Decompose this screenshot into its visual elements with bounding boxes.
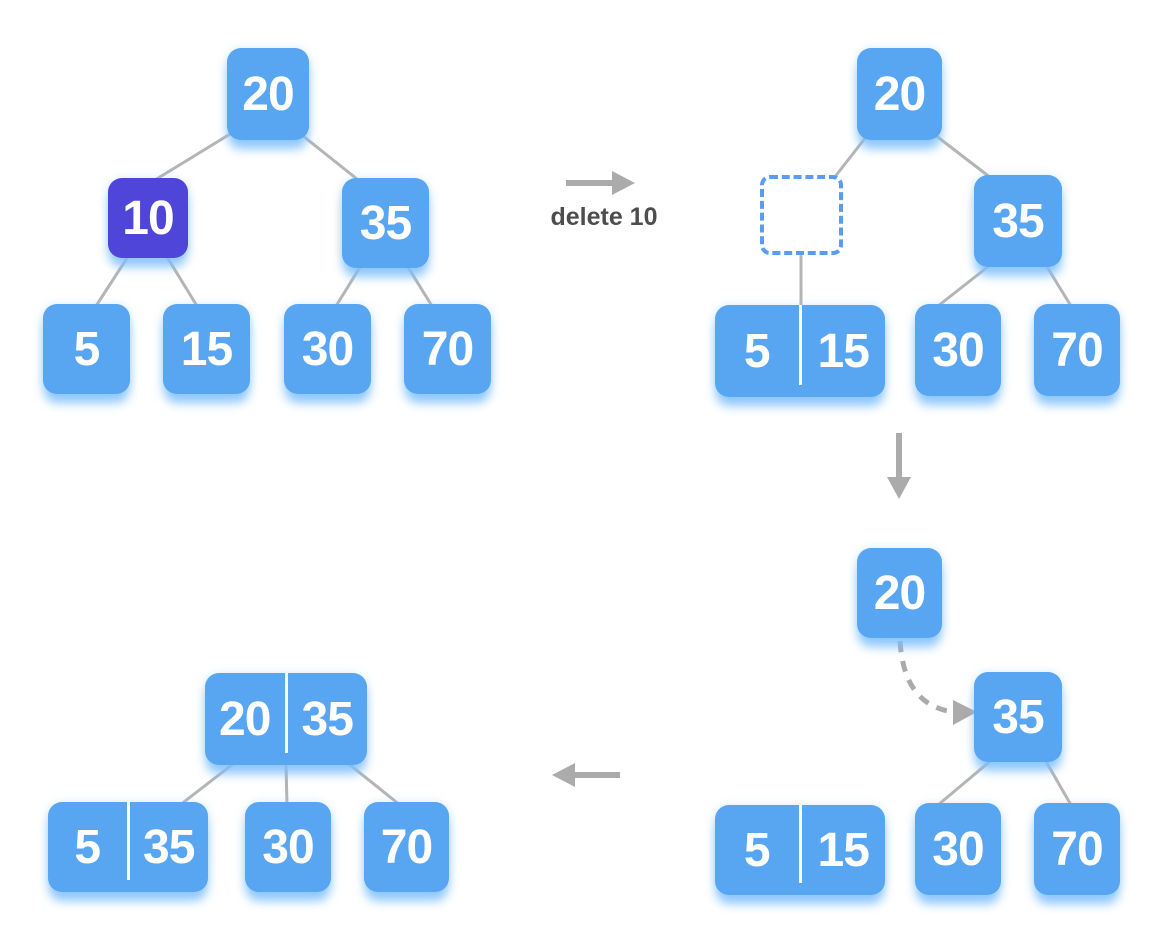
step2-merged-leaf-right-key: 15: [817, 324, 870, 378]
down-arrow-icon: [887, 433, 911, 499]
key-divider: [798, 805, 802, 883]
key-divider: [284, 673, 288, 753]
step3-leaf-4: 70: [1034, 803, 1120, 895]
step4-leaf-3: 30: [245, 802, 331, 892]
step2-node-root: 20: [857, 48, 942, 140]
step4-root-left-key: 20: [219, 692, 271, 746]
step4-merged-leaf-right-key: 35: [143, 820, 195, 874]
step4-root-right-key: 35: [301, 692, 354, 746]
step3-node-root: 20: [857, 548, 942, 638]
step2-merged-leaf: 5 15: [715, 305, 885, 397]
step1-leaf-4: 70: [404, 304, 491, 394]
curved-dashed-arrow-icon: [897, 640, 977, 725]
step1-leaf-3: 30: [284, 304, 371, 394]
step2-leaf-4: 70: [1034, 304, 1120, 396]
step1-node-root: 20: [227, 48, 309, 140]
step4-merged-leaf-left-key: 5: [74, 820, 101, 874]
step4-root-merged: 20 35: [205, 673, 367, 765]
dashed-empty-node-icon: [760, 175, 843, 255]
step3-edges: [936, 756, 1073, 807]
step3-merged-leaf: 5 15: [715, 805, 885, 895]
step2-merged-leaf-left-key: 5: [743, 324, 771, 378]
step1-leaf-1: 5: [43, 304, 130, 394]
key-divider: [798, 305, 802, 385]
step1-leaf-2: 15: [163, 304, 250, 394]
step3-merged-leaf-left-key: 5: [743, 823, 771, 877]
delete-operation-label: delete 10: [550, 203, 658, 231]
step1-node-highlighted-delete-target: 10: [108, 178, 188, 258]
step4-edges: [178, 755, 402, 807]
step1-edges: [94, 126, 434, 308]
left-arrow-icon: [552, 763, 620, 787]
step2-leaf-3: 30: [915, 304, 1001, 396]
step3-merged-leaf-right-key: 15: [817, 823, 870, 877]
step1-node-right-child: 35: [342, 178, 429, 268]
step3-leaf-3: 30: [915, 803, 1001, 895]
key-divider: [126, 802, 130, 880]
step3-node-right-child: 35: [974, 672, 1062, 762]
right-arrow-icon: [566, 171, 635, 195]
step4-leaf-4: 70: [364, 802, 449, 892]
step4-merged-leaf: 5 35: [48, 802, 208, 892]
step2-node-right-child: 35: [974, 175, 1062, 267]
